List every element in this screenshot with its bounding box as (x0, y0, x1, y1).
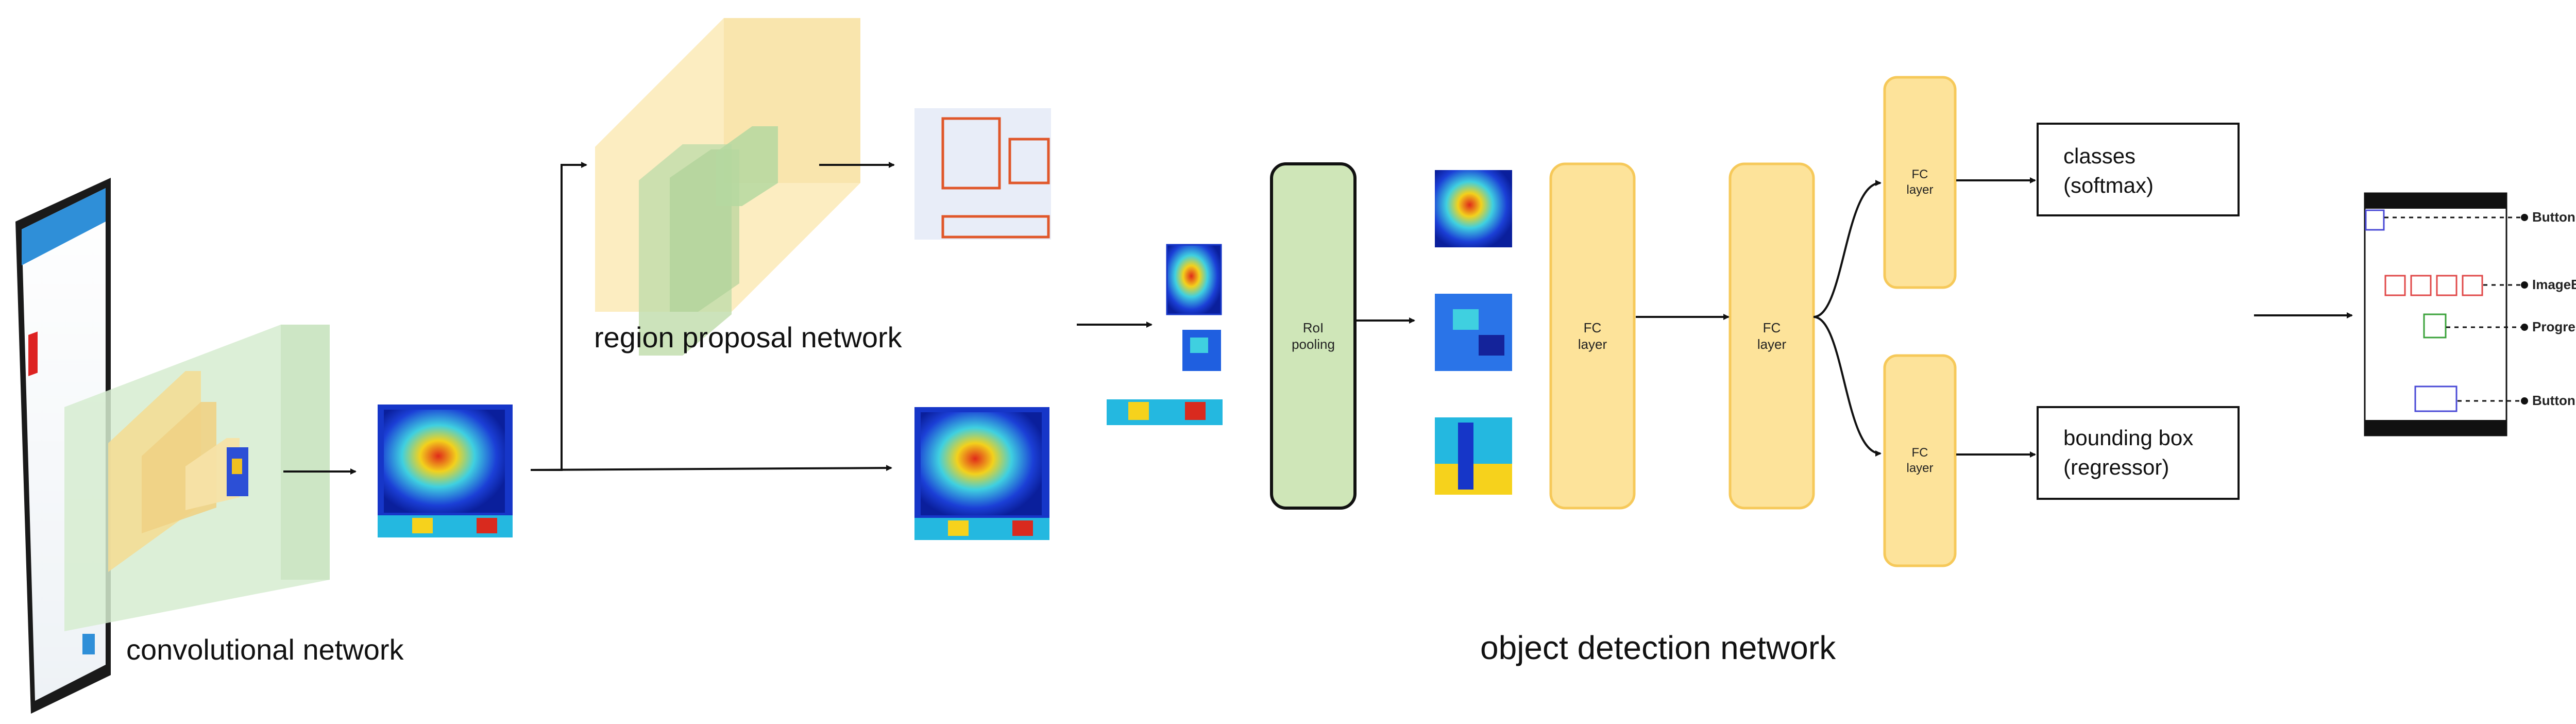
detection-label-imagebutton: ImageButton (2532, 277, 2576, 292)
roi-pooling-line2: pooling (1292, 336, 1335, 352)
bounding-box-box (2037, 406, 2240, 500)
roi-pooling-box (1270, 162, 1357, 510)
pooled-outputs (1435, 170, 1512, 495)
detection-label-button-2: Button (2532, 393, 2575, 408)
detection-label-progressbar: ProgressBar (2532, 319, 2576, 334)
detection-box-button-1 (2365, 209, 2385, 231)
convolutional-network-block (64, 325, 330, 631)
feature-map-conv (378, 405, 513, 537)
classes-line2: (softmax) (2063, 173, 2154, 197)
fc-layers (1549, 76, 1957, 567)
fc-layer-4-label: FC layer (1885, 356, 1955, 566)
detection-box-progressbar (2423, 313, 2447, 339)
classes-label: classes (softmax) (2063, 142, 2154, 200)
region-proposals-image (914, 108, 1051, 240)
classes-box (2037, 123, 2240, 216)
fc-layer-2-line2: layer (1757, 336, 1787, 352)
fc-layer-3-line2: layer (1906, 183, 1934, 197)
bbox-line1: bounding box (2063, 426, 2194, 450)
detection-label-button-1: Button (2532, 209, 2575, 225)
roi-crops (1107, 244, 1223, 425)
conv-network-label: convolutional network (126, 633, 404, 666)
fc-layer-1-label: FC layer (1551, 164, 1634, 508)
bbox-line2: (regressor) (2063, 454, 2170, 479)
detection-box-button-2 (2414, 385, 2458, 412)
object-detection-label: object detection network (1480, 629, 1836, 666)
classes-line1: classes (2063, 144, 2136, 168)
roi-pooling-line1: RoI (1302, 319, 1324, 335)
rpn-label: region proposal network (594, 321, 902, 353)
fc-layer-1-line2: layer (1578, 336, 1607, 352)
feature-map-copy (914, 407, 1049, 540)
bbox-label: bounding box (regressor) (2063, 424, 2193, 482)
rpn-block (595, 18, 860, 356)
connector-arrows (283, 162, 2353, 475)
detection-box-imagebutton-3 (2436, 275, 2458, 296)
detection-box-imagebutton-1 (2384, 275, 2406, 296)
fc-layer-4-line1: FC (1911, 446, 1928, 460)
output-detection-screen (2364, 192, 2528, 436)
fc-layer-3-label: FC layer (1885, 77, 1955, 288)
detection-box-imagebutton-2 (2410, 275, 2432, 296)
fc-layer-2-label: FC layer (1730, 164, 1814, 508)
fc-layer-3-line1: FC (1911, 167, 1928, 181)
detection-box-imagebutton-4 (2462, 275, 2483, 296)
fc-layer-4-line2: layer (1906, 461, 1934, 475)
roi-pooling-label: RoI pooling (1272, 164, 1355, 508)
fc-layer-2-line1: FC (1762, 319, 1781, 335)
fc-layer-1-line1: FC (1583, 319, 1602, 335)
